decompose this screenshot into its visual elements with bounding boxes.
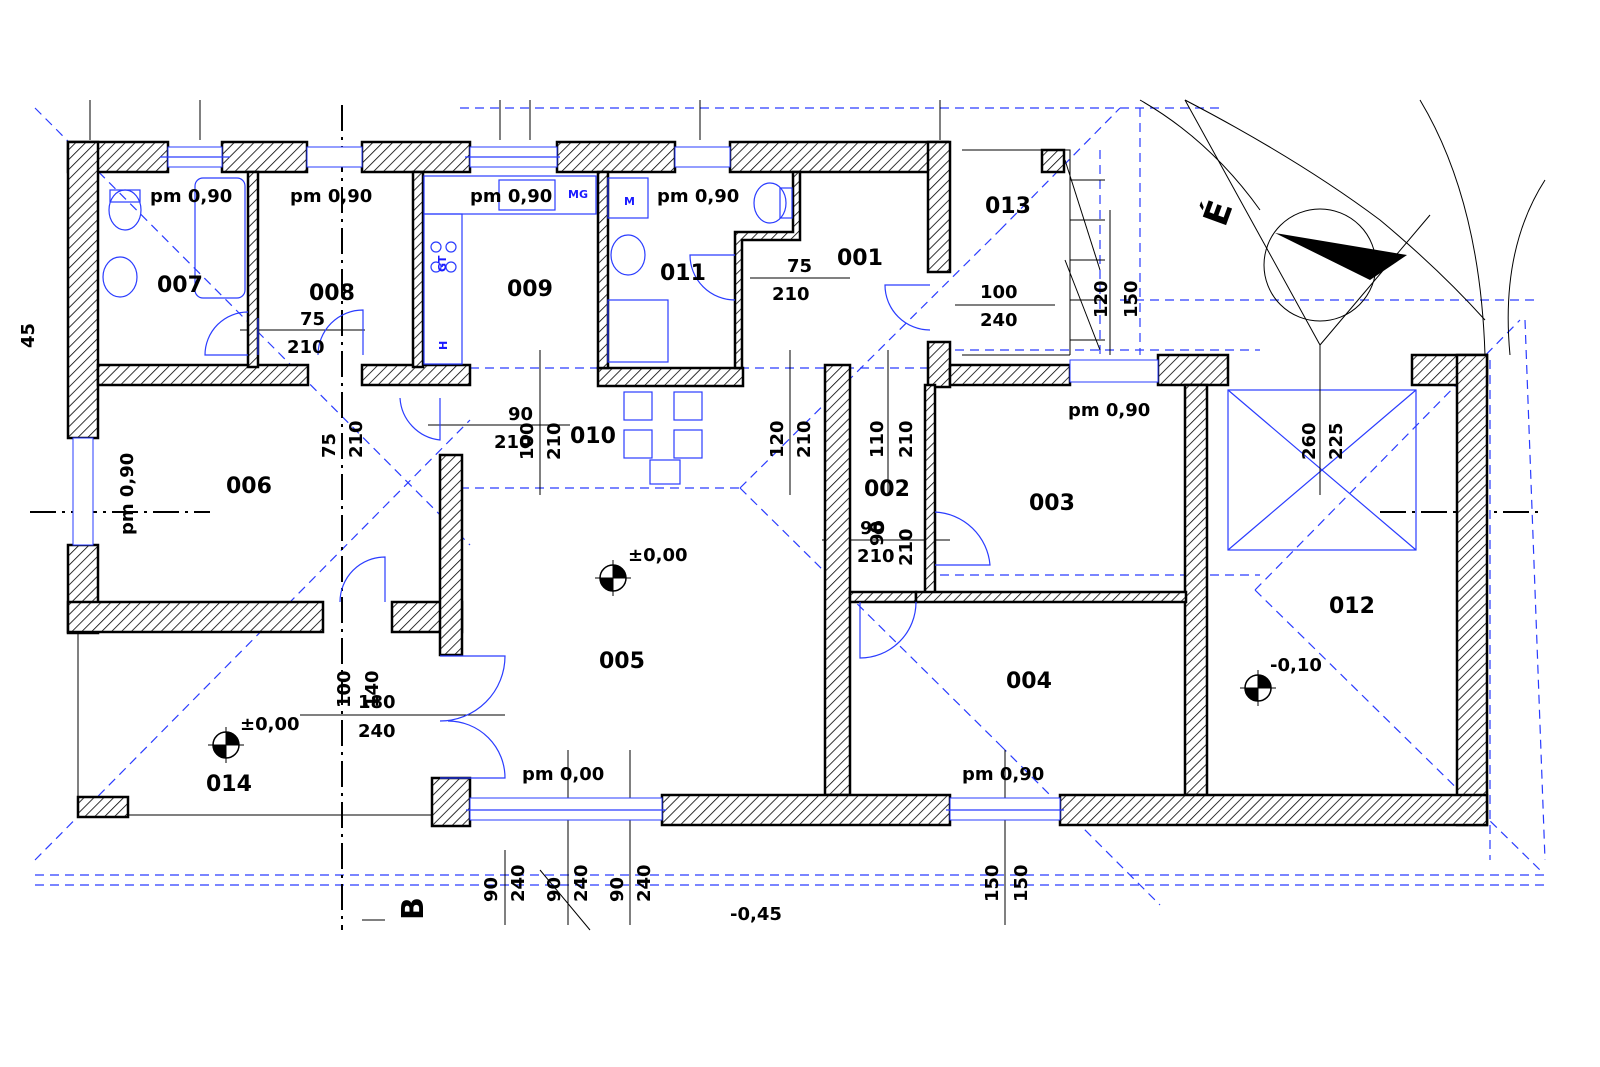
blueprint-guides <box>34 107 1546 906</box>
room-008: 008 <box>309 281 355 306</box>
fixture-label-m: M <box>624 195 635 208</box>
room-labels: 007 008 009 011 001 013 006 010 002 003 … <box>157 194 1375 797</box>
level-012: -0,10 <box>1270 655 1322 676</box>
room-014: 014 <box>206 772 252 797</box>
windows <box>72 146 1159 821</box>
room-013: 013 <box>985 194 1031 219</box>
dim-vertical: 210 <box>346 420 367 458</box>
fixtures <box>102 175 1417 551</box>
dim-door-width: 75 <box>300 309 325 330</box>
dim-door-height: 210 <box>857 546 895 567</box>
doors <box>204 254 991 779</box>
room-002: 002 <box>864 477 910 502</box>
dim-door-width: 180 <box>358 692 396 713</box>
dim-vertical: 210 <box>544 422 565 460</box>
sill-note-006: pm 0,90 <box>117 453 138 535</box>
sill-notes: pm 0,90 pm 0,90 pm 0,90 pm 0,90 pm 0,90 … <box>117 186 1150 785</box>
dim-bottom: 150 <box>1011 864 1032 902</box>
dim-left-edge: 45 <box>18 323 39 348</box>
walls <box>66 140 1489 828</box>
dim-vertical: 90 <box>867 521 888 546</box>
dim-bottom: 240 <box>634 864 655 902</box>
level-exterior: -0,45 <box>730 904 782 925</box>
axis-lines <box>30 105 1540 930</box>
room-003: 003 <box>1029 491 1075 516</box>
dim-door-height: 240 <box>980 310 1018 331</box>
dim-vertical: 120 <box>1091 280 1112 318</box>
sill-note-003: pm 0,90 <box>1068 400 1150 421</box>
dim-vertical: 100 <box>334 670 355 708</box>
dim-bottom: 240 <box>571 864 592 902</box>
dim-bottom: 90 <box>481 877 502 902</box>
dim-door-height: 240 <box>358 721 396 742</box>
dim-vertical: 110 <box>867 420 888 458</box>
room-005: 005 <box>599 649 645 674</box>
outlines <box>76 148 1105 819</box>
room-011: 011 <box>660 261 706 286</box>
room-012: 012 <box>1329 594 1375 619</box>
room-004: 004 <box>1006 669 1052 694</box>
fixture-label-mg: MG <box>568 188 588 201</box>
sill-note-004: pm 0,90 <box>962 764 1044 785</box>
dim-vertical: 150 <box>1121 280 1142 318</box>
dim-bottom: 90 <box>544 877 565 902</box>
dim-door-width: 75 <box>787 256 812 277</box>
level-labels: ±0,00 ±0,00 -0,10 -0,45 <box>240 545 1322 925</box>
dim-vertical: 210 <box>896 420 917 458</box>
dim-bottom: 90 <box>607 877 628 902</box>
dim-vertical: 140 <box>362 670 383 708</box>
room-009: 009 <box>507 277 553 302</box>
level-005: ±0,00 <box>628 545 688 566</box>
compass: É <box>1139 99 1546 490</box>
dim-vertical: 225 <box>1326 422 1347 460</box>
room-006: 006 <box>226 474 272 499</box>
dim-door-width: 90 <box>860 518 885 539</box>
dim-vertical: 210 <box>896 528 917 566</box>
room-010: 010 <box>570 424 616 449</box>
dimension-labels: 75 210 75 210 100 240 120 150 75 210 90 … <box>18 256 1347 902</box>
dim-vertical: 260 <box>1299 422 1320 460</box>
sill-note-011: pm 0,90 <box>657 186 739 207</box>
level-014: ±0,00 <box>240 714 300 735</box>
fixture-label-h: H <box>437 341 450 350</box>
room-007: 007 <box>157 273 203 298</box>
dim-door-height: 210 <box>772 284 810 305</box>
room-001: 001 <box>837 246 883 271</box>
dim-vertical: 75 <box>319 433 340 458</box>
dim-vertical: 100 <box>517 422 538 460</box>
section-label: B <box>396 897 431 920</box>
sill-note-007: pm 0,90 <box>150 186 232 207</box>
dim-door-width: 90 <box>508 404 533 425</box>
dim-bottom: 150 <box>982 864 1003 902</box>
sill-note-008: pm 0,90 <box>290 186 372 207</box>
fixture-label-gt: GT <box>436 255 449 272</box>
sill-note-005: pm 0,00 <box>522 764 604 785</box>
north-label: É <box>1195 195 1241 231</box>
dim-vertical: 210 <box>794 420 815 458</box>
sill-note-009: pm 0,90 <box>470 186 552 207</box>
dim-door-height: 210 <box>494 432 532 453</box>
fixture-labels: MG M GT H <box>436 188 635 350</box>
dim-vertical: 120 <box>767 420 788 458</box>
level-markers <box>208 560 1276 763</box>
dim-door-height: 210 <box>287 337 325 358</box>
dim-door-width: 100 <box>980 282 1018 303</box>
dim-bottom: 240 <box>508 864 529 902</box>
